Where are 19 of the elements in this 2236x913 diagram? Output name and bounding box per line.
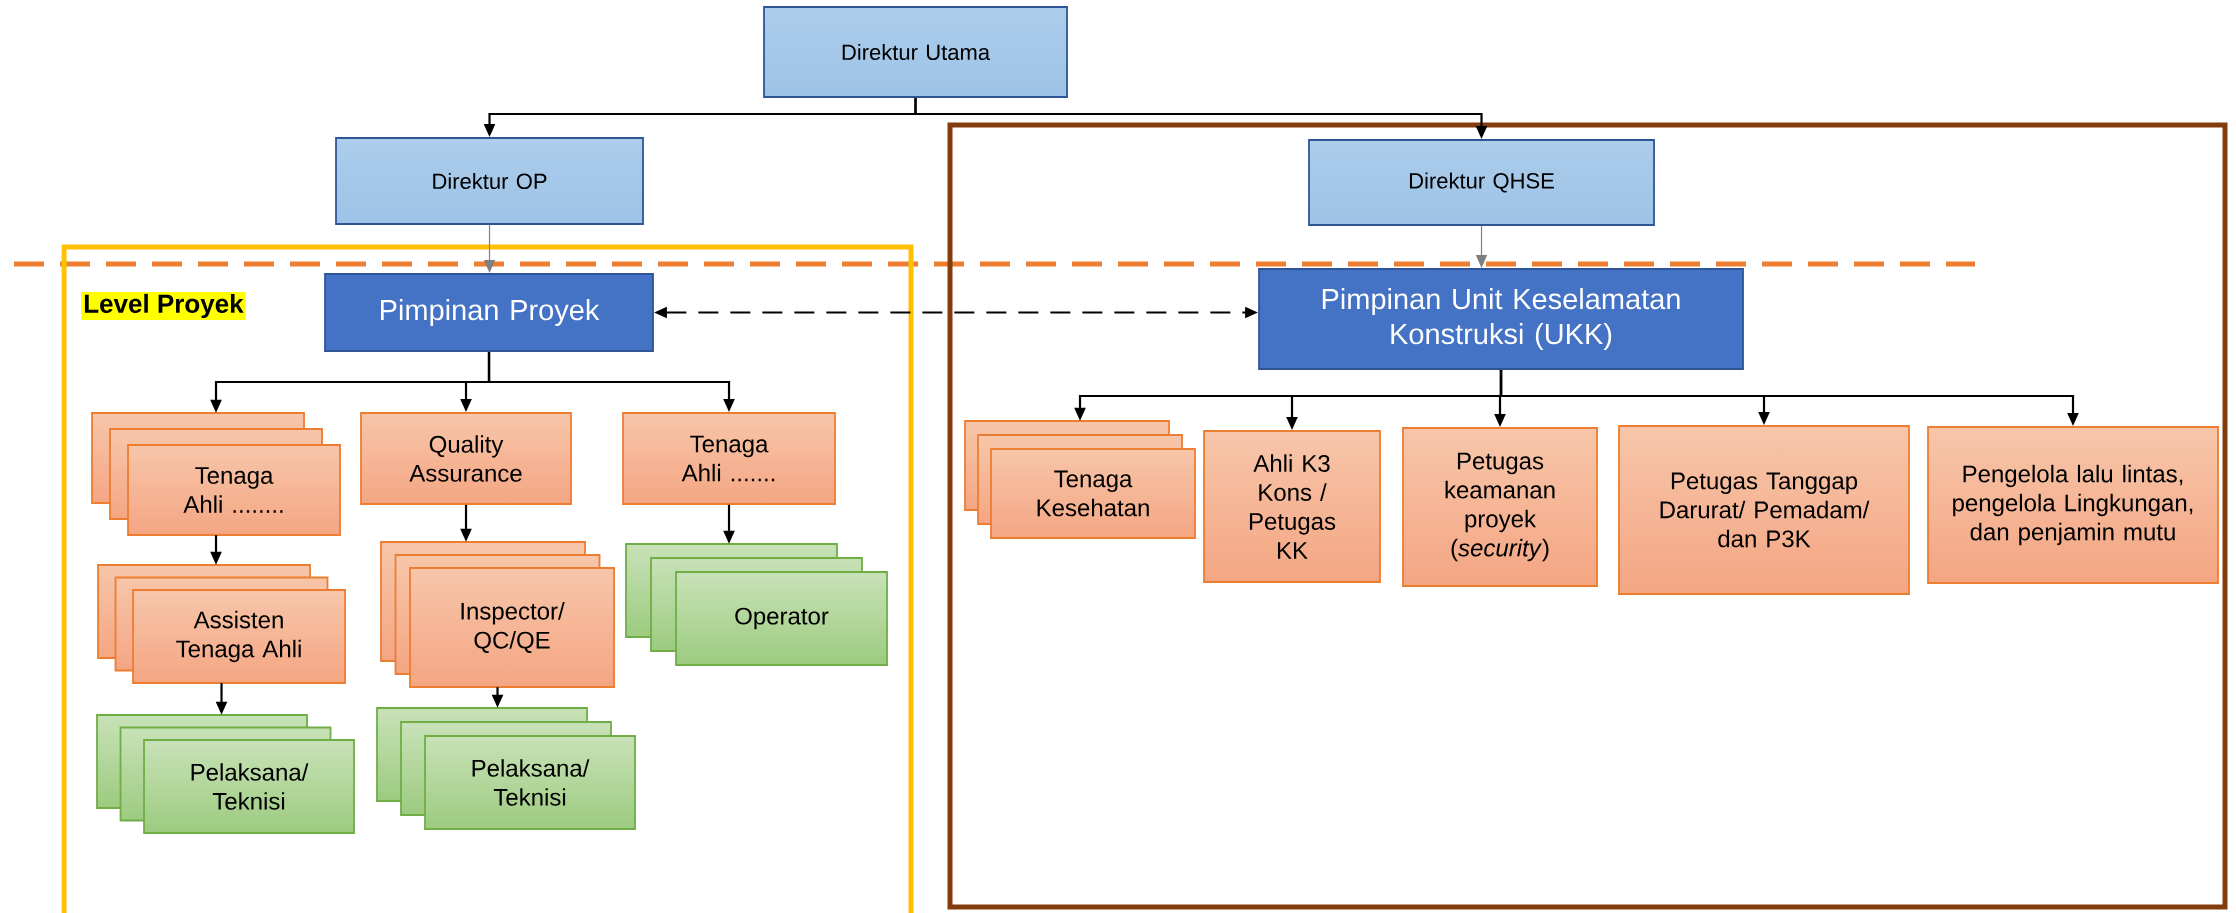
role-box: Tenaga Ahli ....... bbox=[622, 412, 836, 505]
role-box: Quality Assurance bbox=[360, 412, 572, 505]
manager-box: Pimpinan Proyek bbox=[324, 273, 654, 352]
role-box: Petugas keamanan proyek (security) bbox=[1402, 427, 1598, 587]
stacked-role-boxes: Tenaga Kesehatan bbox=[964, 420, 1196, 539]
stacked-role-boxes: Pelaksana/ Teknisi bbox=[376, 707, 636, 830]
stacked-role-boxes: Tenaga Ahli ........ bbox=[91, 412, 341, 536]
director-box: Direktur OP bbox=[335, 137, 644, 225]
manager-box: Pimpinan Unit Keselamatan Konstruksi (UKK) bbox=[1258, 268, 1744, 370]
stacked-role-boxes: Assisten Tenaga Ahli bbox=[97, 564, 346, 684]
role-box: Petugas Tanggap Darurat/ Pemadam/ dan P3K bbox=[1618, 425, 1910, 595]
director-box: Direktur QHSE bbox=[1308, 139, 1655, 226]
director-box: Direktur Utama bbox=[763, 6, 1068, 98]
role-box: Pengelola lalu lintas, pengelola Lingkungan, dan penjamin mutu bbox=[1927, 426, 2219, 584]
level-label: Level Proyek bbox=[81, 291, 246, 321]
stacked-role-boxes: Operator bbox=[625, 543, 888, 666]
role-box: Ahli K3 Kons / Petugas KK bbox=[1203, 430, 1381, 583]
stacked-role-boxes: Pelaksana/ Teknisi bbox=[96, 714, 355, 834]
stacked-role-boxes: Inspector/ QC/QE bbox=[380, 541, 615, 688]
